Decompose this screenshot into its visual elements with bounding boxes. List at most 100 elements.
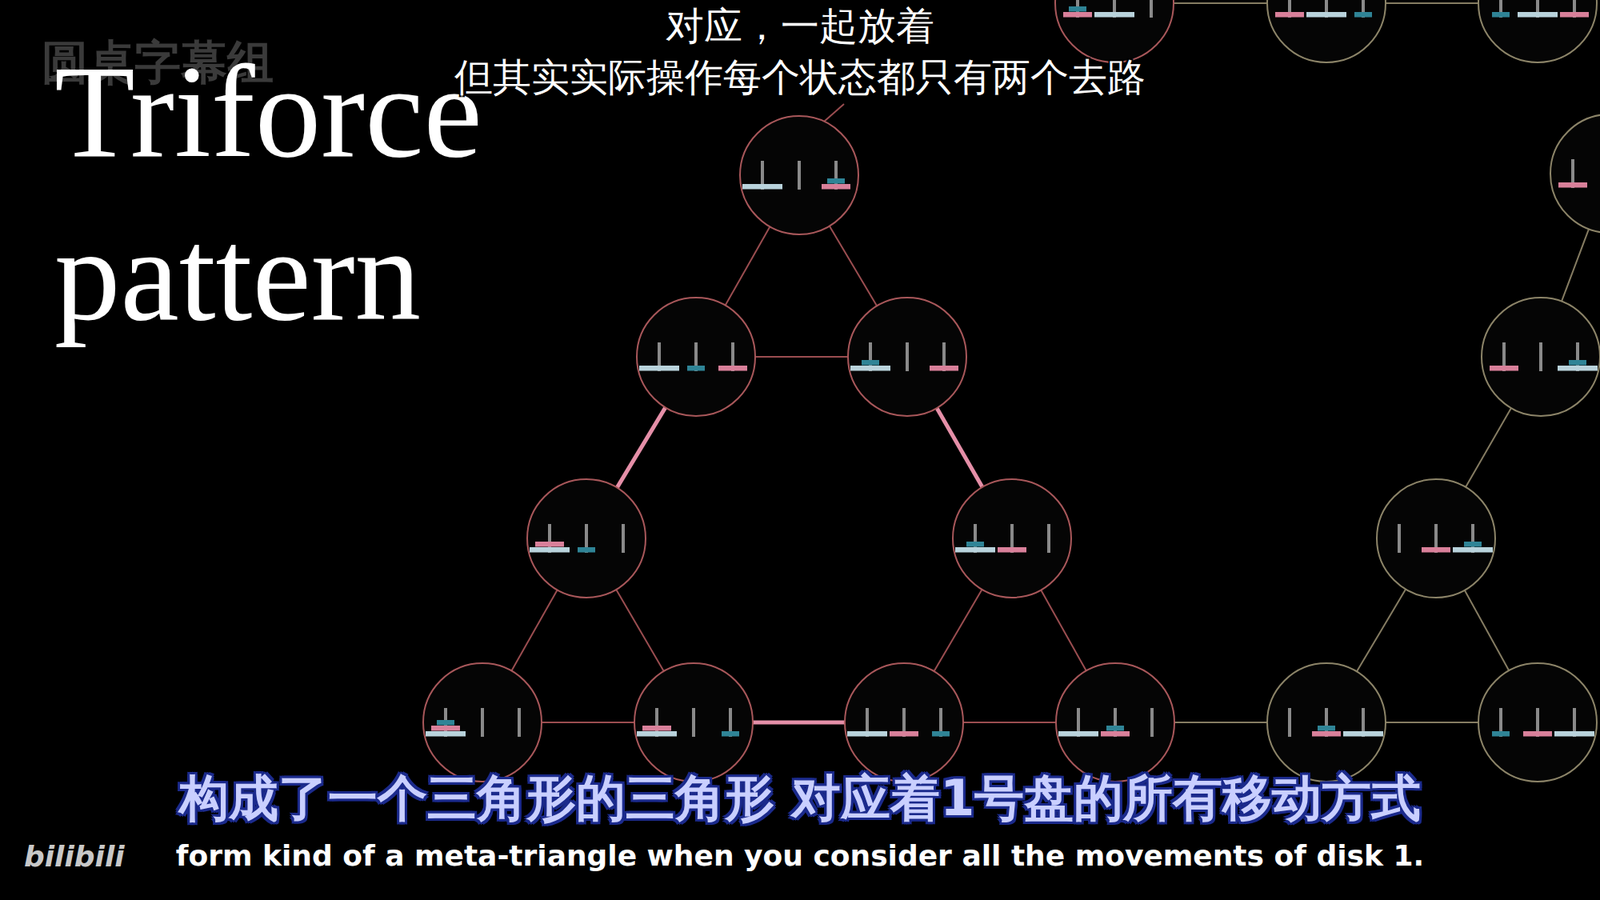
graph-link (1356, 589, 1406, 672)
peg (1047, 524, 1051, 553)
disk (1275, 12, 1304, 18)
state-circle (1550, 114, 1600, 233)
peg (1397, 524, 1401, 553)
peg (905, 342, 909, 372)
disk (966, 541, 984, 548)
disk (932, 731, 950, 737)
disk (847, 731, 888, 737)
subtitle-line: 但其实实际操作每个状态都只有两个去路 (0, 54, 1600, 100)
state-outline (952, 479, 1072, 598)
disk (1421, 547, 1451, 553)
state-circle (634, 663, 753, 782)
state-outline (527, 479, 646, 598)
state-outline (423, 663, 542, 782)
disk (1489, 365, 1519, 372)
peg (797, 160, 801, 190)
disk (1094, 12, 1135, 18)
disk (636, 731, 677, 737)
state-outline (1478, 0, 1597, 63)
disk (1306, 12, 1347, 18)
disk (1312, 731, 1341, 737)
state-circle (740, 116, 859, 235)
state-outline (1056, 663, 1175, 782)
disk (718, 365, 748, 372)
state-outline (636, 297, 756, 416)
peg (1288, 708, 1292, 737)
peg (621, 524, 625, 553)
disk (1492, 731, 1510, 737)
disk (861, 360, 880, 366)
state-circle (952, 479, 1072, 598)
disk (1063, 12, 1092, 18)
state-outline (1481, 297, 1600, 416)
peg (480, 708, 484, 737)
subtitle-line: form kind of a meta-triangle when you co… (0, 838, 1600, 874)
state-outline (848, 297, 967, 416)
watermark: bilibili (24, 840, 125, 873)
state-outline (1550, 114, 1600, 233)
graph-link (829, 226, 877, 307)
disk (1100, 731, 1130, 737)
state-circle (527, 479, 646, 598)
graph-link (1173, 2, 1268, 4)
disk (721, 731, 740, 737)
peg (1539, 342, 1543, 372)
state-circle (1376, 479, 1496, 598)
disk (1554, 731, 1595, 737)
disk (436, 720, 455, 726)
disk (1106, 725, 1124, 732)
state-outline (1376, 479, 1496, 598)
disk (1354, 12, 1372, 18)
state-circle (1481, 297, 1600, 416)
state-outline (844, 663, 964, 782)
graph-link (1174, 721, 1268, 724)
disk (955, 547, 996, 553)
disk (850, 365, 891, 372)
disk (1452, 547, 1493, 553)
peg (1150, 708, 1154, 737)
disk (1560, 12, 1589, 18)
graph-link (1385, 2, 1479, 4)
graph-link (725, 226, 771, 305)
disk (1068, 6, 1087, 12)
peg (692, 708, 696, 737)
disk (742, 184, 783, 190)
state-outline (634, 663, 753, 782)
disk (1517, 12, 1558, 18)
disk (431, 725, 460, 732)
disk (1464, 541, 1482, 548)
subtitle-line: 构成了一个三角形的三角形 对应着1号盘的所有移动方式 (0, 769, 1600, 828)
disk (529, 547, 570, 553)
graph-link (936, 408, 983, 488)
disk (642, 725, 672, 732)
state-circle (1267, 663, 1386, 782)
disk (1317, 725, 1336, 732)
graph-link (963, 721, 1056, 724)
disk (1343, 731, 1384, 737)
disk (1492, 12, 1510, 18)
state-circle (1055, 0, 1174, 63)
state-circle (423, 663, 542, 782)
state-outline (740, 116, 859, 235)
state-outline (1055, 0, 1174, 63)
disk (639, 365, 680, 372)
graph-link (616, 407, 666, 488)
disk (1568, 360, 1587, 366)
graph-link (1464, 590, 1509, 671)
state-circle (844, 663, 964, 782)
disk (1058, 731, 1099, 737)
disk (889, 731, 919, 737)
disk (1558, 182, 1588, 188)
state-outline (1267, 0, 1386, 63)
graph-link (755, 356, 848, 358)
graph-lines (511, 3, 1589, 723)
disk (929, 365, 959, 372)
disk (821, 184, 851, 190)
state-circle (1267, 0, 1386, 63)
disk (425, 731, 466, 737)
graph-link (752, 720, 845, 725)
state-circle (636, 297, 756, 416)
disk (1557, 365, 1598, 372)
graph-link (824, 104, 844, 122)
graph-link (616, 589, 664, 672)
